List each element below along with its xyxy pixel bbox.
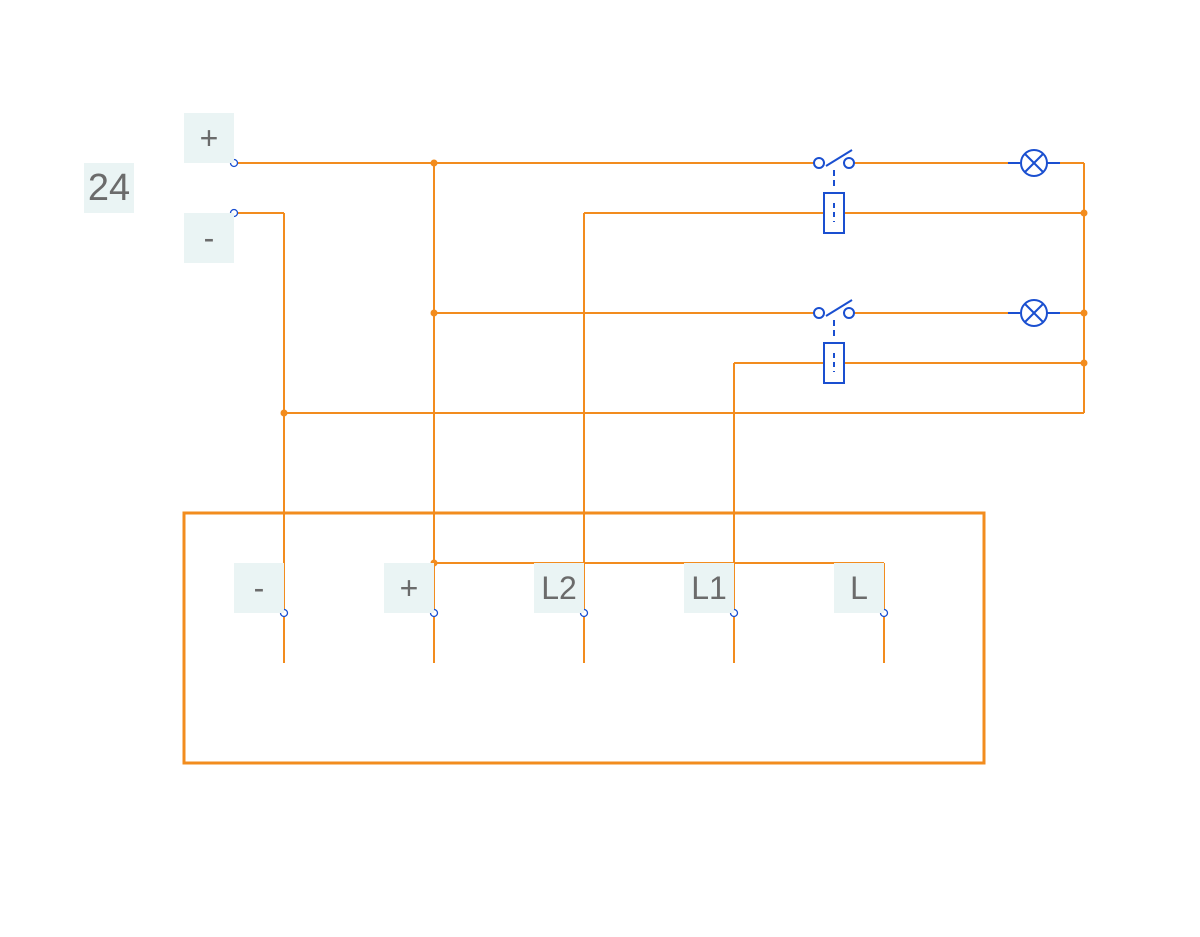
junctions (280, 159, 1088, 567)
source-voltage-label: 24 (84, 163, 134, 213)
junction-dot (280, 409, 288, 417)
switch-blade (825, 149, 853, 167)
junction-dot (430, 159, 438, 167)
module-terminal-label-plus: + (384, 563, 434, 613)
switch-contact-icon (813, 307, 825, 319)
module-terminal-label-minus: - (234, 563, 284, 613)
relay-2 (813, 299, 855, 384)
junction-dot (1080, 309, 1088, 317)
junction-dot (430, 309, 438, 317)
switch-blade (825, 299, 853, 317)
lamp-2 (1008, 299, 1060, 327)
module-terminal-label-l: L (834, 563, 884, 613)
wires (234, 162, 1085, 663)
junction-dot (1080, 209, 1088, 217)
source-minus-label: - (184, 213, 234, 263)
module-terminal-label-l2: L2 (534, 563, 584, 613)
switch-contact-icon (813, 157, 825, 169)
terminal-points (229, 158, 889, 618)
lamp-cross (1024, 303, 1044, 323)
switch-contact-icon (843, 157, 855, 169)
relay-1 (813, 149, 855, 234)
junction-dot (1080, 359, 1088, 367)
source-plus-label: + (184, 113, 234, 163)
lamp-cross (1024, 153, 1044, 173)
lamp-1 (1008, 149, 1060, 177)
switch-contact-icon (843, 307, 855, 319)
module-terminal-label-l1: L1 (684, 563, 734, 613)
